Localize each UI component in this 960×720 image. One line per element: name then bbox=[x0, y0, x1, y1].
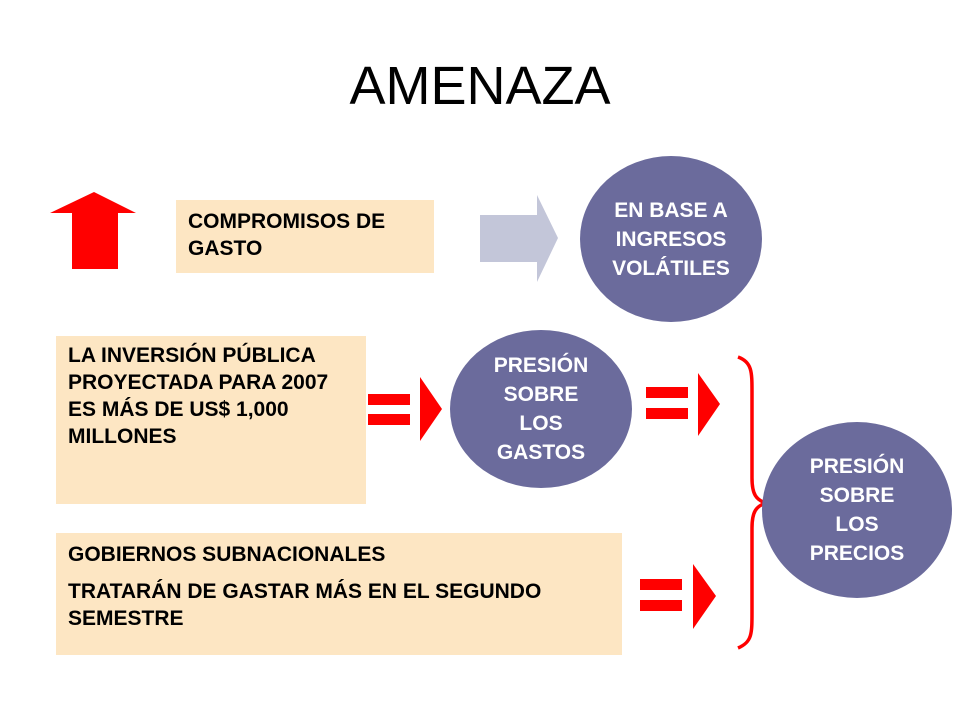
implies-arrow-2-icon bbox=[646, 373, 720, 436]
gobiernos-line-1: GOBIERNOS SUBNACIONALES bbox=[68, 543, 386, 566]
implies-arrow-1-icon bbox=[368, 377, 442, 441]
implies-arrow-3-icon bbox=[640, 564, 716, 629]
gobiernos-box: GOBIERNOS SUBNACIONALES TRATARÁN DE GAST… bbox=[56, 533, 622, 655]
gray-right-arrow-icon bbox=[480, 195, 558, 282]
ingresos-volatiles-ellipse: EN BASE A INGRESOS VOLÁTILES bbox=[580, 156, 762, 322]
page-title: AMENAZA bbox=[349, 56, 611, 116]
red-up-arrow-icon bbox=[50, 192, 136, 269]
presion-gastos-ellipse: PRESIÓN SOBRE LOS GASTOS bbox=[450, 330, 632, 488]
gobiernos-line-2: TRATARÁN DE GASTAR MÁS EN EL SEGUNDO SEM… bbox=[68, 580, 542, 630]
compromisos-box: COMPROMISOS DE GASTO bbox=[176, 200, 434, 273]
inversion-box: LA INVERSIÓN PÚBLICA PROYECTADA PARA 200… bbox=[56, 336, 366, 504]
presion-precios-ellipse: PRESIÓN SOBRE LOS PRECIOS bbox=[762, 422, 952, 598]
